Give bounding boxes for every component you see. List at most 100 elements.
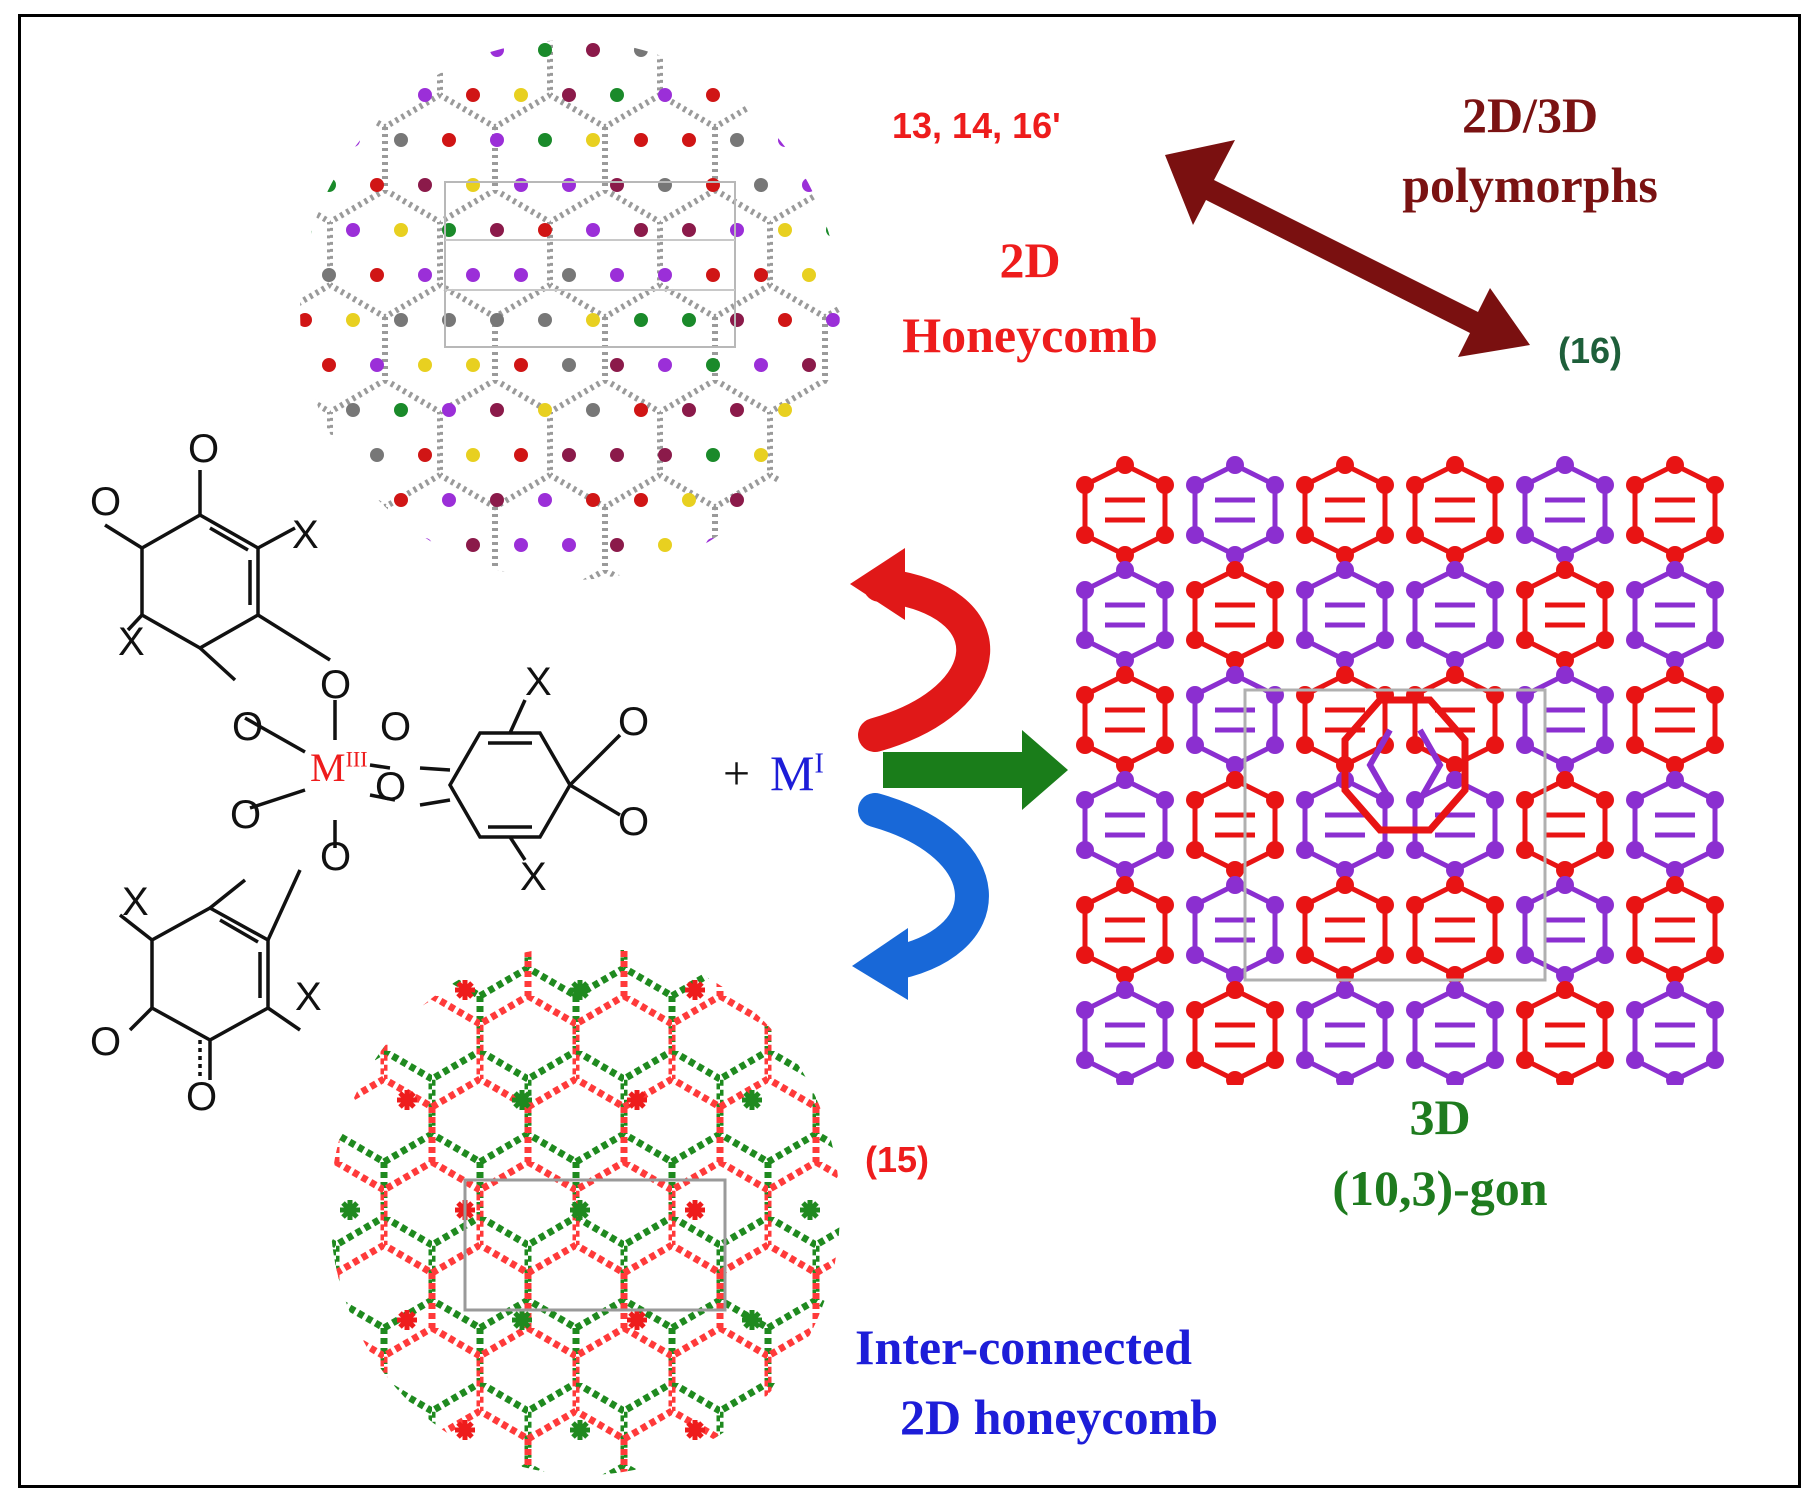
atom-dot — [634, 493, 648, 507]
atom-labels: O O X X O O O O O O X O O X X X O O — [90, 427, 649, 1119]
atom-dot — [562, 538, 576, 552]
atom-dot — [754, 268, 768, 282]
atom-dot — [706, 538, 720, 552]
double-headed-arrow-icon — [1165, 140, 1530, 357]
atom-dot — [442, 43, 456, 57]
atom-dot — [778, 313, 792, 327]
net-node — [627, 1090, 647, 1110]
reagent-metal-label: MI — [770, 745, 824, 801]
net-node — [627, 1310, 647, 1330]
net-cell — [1076, 561, 1174, 669]
atom-x-label: X — [525, 660, 552, 704]
atom-dot — [394, 43, 408, 57]
atom-o-label: O — [320, 663, 351, 707]
net-center-ring — [1341, 696, 1469, 834]
net-cell — [1296, 876, 1394, 984]
atom-dot — [802, 178, 816, 192]
atom-dot — [682, 403, 696, 417]
atom-dot — [658, 268, 672, 282]
atom-o-label: O — [320, 835, 351, 879]
atom-dot — [418, 358, 432, 372]
net-cell — [1076, 456, 1174, 564]
net-cell — [1626, 771, 1724, 879]
atom-dot — [490, 133, 504, 147]
net-cell — [1516, 981, 1614, 1085]
atom-x-label: X — [295, 975, 322, 1019]
atom-dot — [300, 223, 312, 237]
atom-dot — [826, 493, 840, 507]
atom-dot — [490, 43, 504, 57]
net-node — [742, 1090, 762, 1110]
net-cell — [1406, 876, 1504, 984]
atom-dot — [682, 313, 696, 327]
atom-o-label: O — [618, 700, 649, 744]
atom-x-label: X — [292, 513, 319, 557]
atom-dot — [706, 448, 720, 462]
net-cell — [1626, 561, 1724, 669]
atom-dot — [754, 538, 768, 552]
atom-dot — [418, 88, 432, 102]
net-node — [800, 1200, 820, 1220]
net-cell — [1406, 561, 1504, 669]
net-cell — [1296, 561, 1394, 669]
atom-dot — [850, 88, 864, 102]
top-compounds-label: 13, 14, 16' — [892, 105, 1061, 146]
atom-dot — [300, 403, 312, 417]
atom-dot — [610, 88, 624, 102]
atom-dot — [442, 403, 456, 417]
net-node — [512, 1310, 532, 1330]
net-node — [512, 1090, 532, 1110]
atom-dot — [634, 313, 648, 327]
atom-dot — [490, 403, 504, 417]
atom-dot — [538, 493, 552, 507]
atom-dot — [394, 493, 408, 507]
atom-dot — [586, 493, 600, 507]
net-cell — [1406, 981, 1504, 1085]
net-node — [455, 1420, 475, 1440]
net-node — [570, 980, 590, 1000]
compound-15-label: (15) — [865, 1139, 930, 1180]
atom-dot — [850, 178, 864, 192]
net-cell — [1076, 876, 1174, 984]
atom-dot — [300, 493, 312, 507]
net-node — [685, 980, 705, 1000]
atom-dot — [322, 538, 336, 552]
net-cell — [1076, 981, 1174, 1085]
net-center-ring — [1366, 728, 1444, 802]
atom-dot — [346, 133, 360, 147]
atom-dot — [634, 133, 648, 147]
atom-dot — [322, 88, 336, 102]
atom-dot — [610, 178, 624, 192]
atom-dot — [514, 358, 528, 372]
polymorphs-title-line2: polymorphs — [1402, 157, 1658, 213]
atom-dot — [370, 538, 384, 552]
atom-dot — [300, 133, 312, 147]
atom-dot — [754, 88, 768, 102]
atom-dot — [300, 313, 312, 327]
atom-dot — [778, 43, 792, 57]
atom-dot — [394, 133, 408, 147]
net-cell — [1186, 981, 1284, 1085]
atom-dot — [730, 313, 744, 327]
atom-dot — [322, 358, 336, 372]
atom-dot — [466, 448, 480, 462]
inter-title-line2: 2D honeycomb — [900, 1389, 1219, 1445]
atom-dot — [706, 88, 720, 102]
atom-dot — [658, 358, 672, 372]
net-node — [857, 1090, 877, 1110]
atom-x-label: X — [122, 880, 149, 924]
atom-dot — [538, 133, 552, 147]
net-node — [742, 1310, 762, 1330]
top-honeycomb-structure — [300, 40, 864, 580]
atom-x-label: X — [520, 855, 547, 899]
atom-dot — [322, 268, 336, 282]
atom-dot — [538, 313, 552, 327]
atom-dot — [586, 43, 600, 57]
net-cell — [1516, 876, 1614, 984]
atom-dot — [778, 223, 792, 237]
chemical-structure — [104, 470, 622, 1080]
atom-dot — [300, 43, 312, 57]
atom-dot — [442, 493, 456, 507]
net-node — [340, 1420, 360, 1440]
